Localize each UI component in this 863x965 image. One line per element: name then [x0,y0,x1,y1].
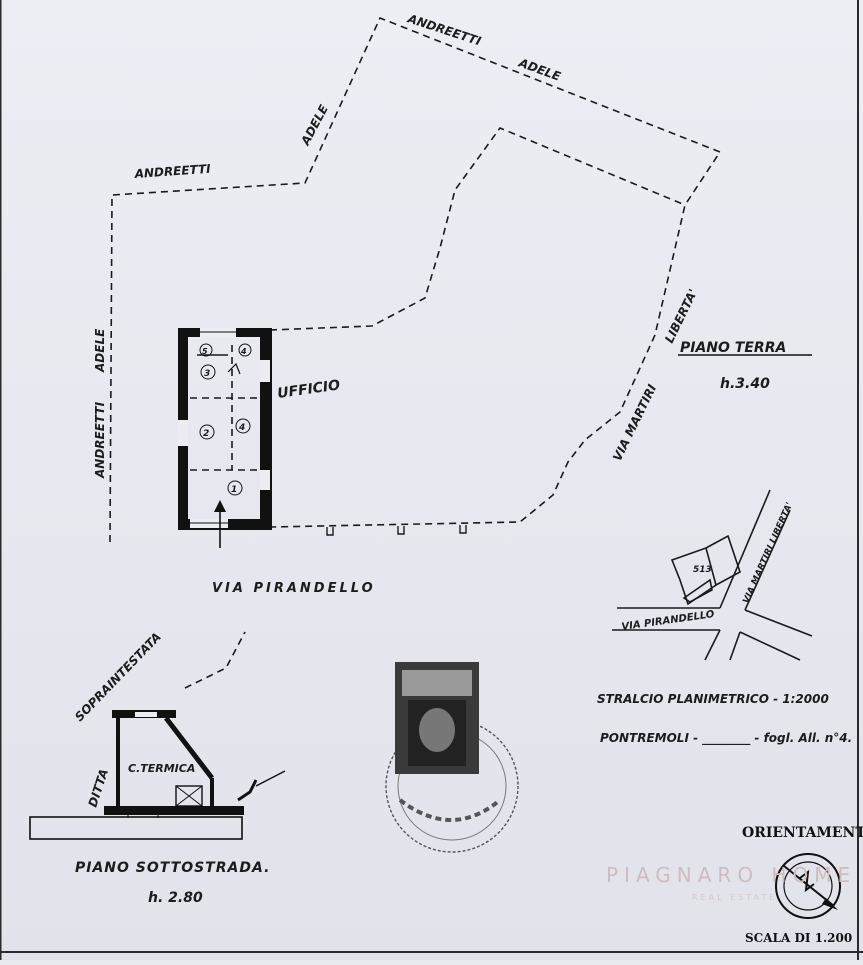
room-marker-3: 3 [204,369,210,379]
neighbor-left-andreetti: ANDREETTI [93,401,107,479]
inner-lot-line [269,127,686,331]
basement-label-sopraintestata: SOPRAINTESTATA [72,630,164,724]
neighbor-left-adele: ADELE [93,328,107,373]
room-marker-4a: 4 [240,347,247,356]
neighbor-diag-adele: ADELE [298,102,332,148]
basement-room-label: C.TERMICA [128,762,195,775]
street-via-pirandello: VIA PIRANDELLO [212,581,376,596]
neighbor-west-andreetti: ANDREETTI [133,162,211,181]
ground-floor-title: PIANO TERRA [680,340,786,356]
room-marker-4: 4 [238,423,245,433]
map-parcel-number: 513 [693,565,712,575]
orientation-label: ORIENTAMENT [742,825,863,841]
location-map-inset [612,489,813,661]
neighbor-top-adele: ADELE [516,55,563,84]
street-liberta: LIBERTA' [662,287,700,346]
neighbor-top-andreetti: ANDREETTI [405,11,483,48]
scale-label: SCALA DI 1.200 [745,931,852,945]
basement-plan [29,631,286,840]
room-marker-2: 2 [203,429,209,439]
watermark-sub: REAL ESTATE [692,893,777,902]
map-street-martiri: VIA MARTIRI LIBERTA' [742,501,796,605]
stralcio-reference-line: PONTREMOLI - ________ - fogl. All. n°4. [600,731,852,746]
property-boundary [109,16,722,543]
basement-title: PIANO SOTTOSTRADA. [75,860,270,876]
watermark-brand: PIAGNARO HOME [606,863,856,887]
room-marker-1: 1 [231,485,237,495]
room-label-ufficio: UFFICIO [276,377,341,402]
room-markers: 5 4 3 2 4 1 [199,343,252,496]
basement-label-ditta: DITTA [86,767,112,809]
stralcio-scale-line: STRALCIO PLANIMETRICO - 1:2000 [597,692,829,706]
boundary-ticks [326,525,467,536]
ground-floor-height: h.3.40 [720,376,770,392]
basement-height: h. 2.80 [148,890,203,906]
revenue-stamp [385,662,519,853]
compass-icon [775,853,841,919]
room-marker-5: 5 [202,347,208,356]
street-via-martiri: VIA MARTIRI [610,382,659,464]
office-building [178,328,272,548]
